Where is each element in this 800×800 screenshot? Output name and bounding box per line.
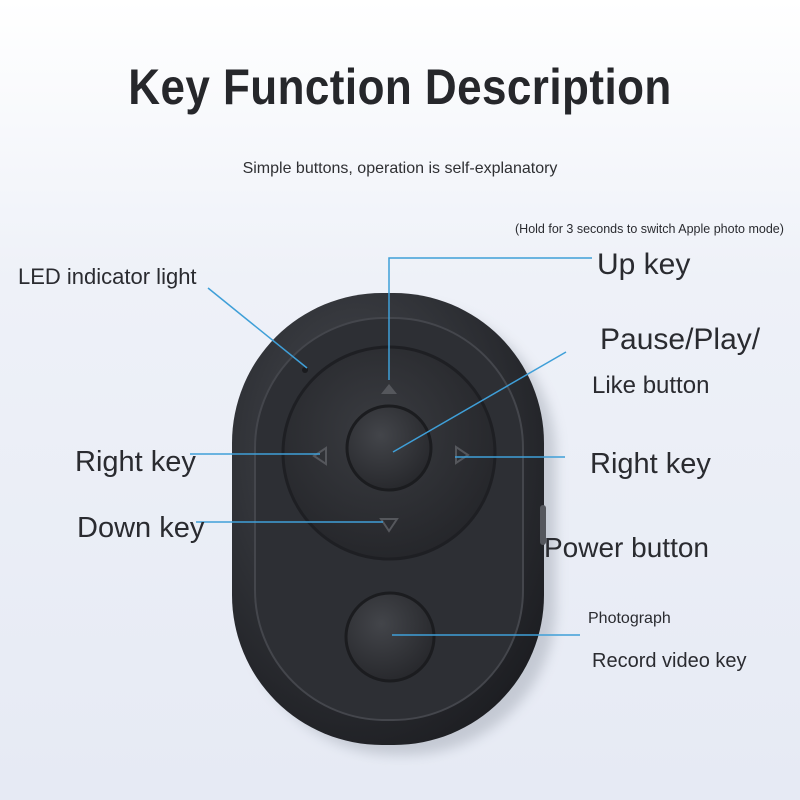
label-down-key: Down key [77,512,205,544]
up-arrow-icon [381,384,397,394]
label-like-button: Like button [592,372,710,399]
led-indicator [302,367,308,373]
label-right-key-right: Right key [590,448,711,480]
page-title: Key Function Description [128,59,672,115]
right-arrow-icon [455,445,470,465]
label-right-key-left: Right key [75,446,196,478]
down-arrow-icon [379,518,399,533]
label-photograph: Photograph [588,610,671,627]
label-power-button: Power button [544,532,709,563]
page-subtitle: Simple buttons, operation is self-explan… [242,160,558,177]
center-button [345,404,433,492]
label-pause-play: Pause/Play/ [600,323,761,356]
leader-pause [392,351,567,453]
label-led-indicator: LED indicator light [18,264,197,289]
leader-up [388,257,592,380]
power-switch [540,505,546,545]
label-up-key: Up key [597,248,691,281]
shutter-button [344,591,436,683]
leader-led [207,287,308,369]
label-record-video: Record video key [592,650,747,672]
label-hold-note: (Hold for 3 seconds to switch Apple phot… [515,222,784,236]
left-arrow-icon [312,446,327,466]
